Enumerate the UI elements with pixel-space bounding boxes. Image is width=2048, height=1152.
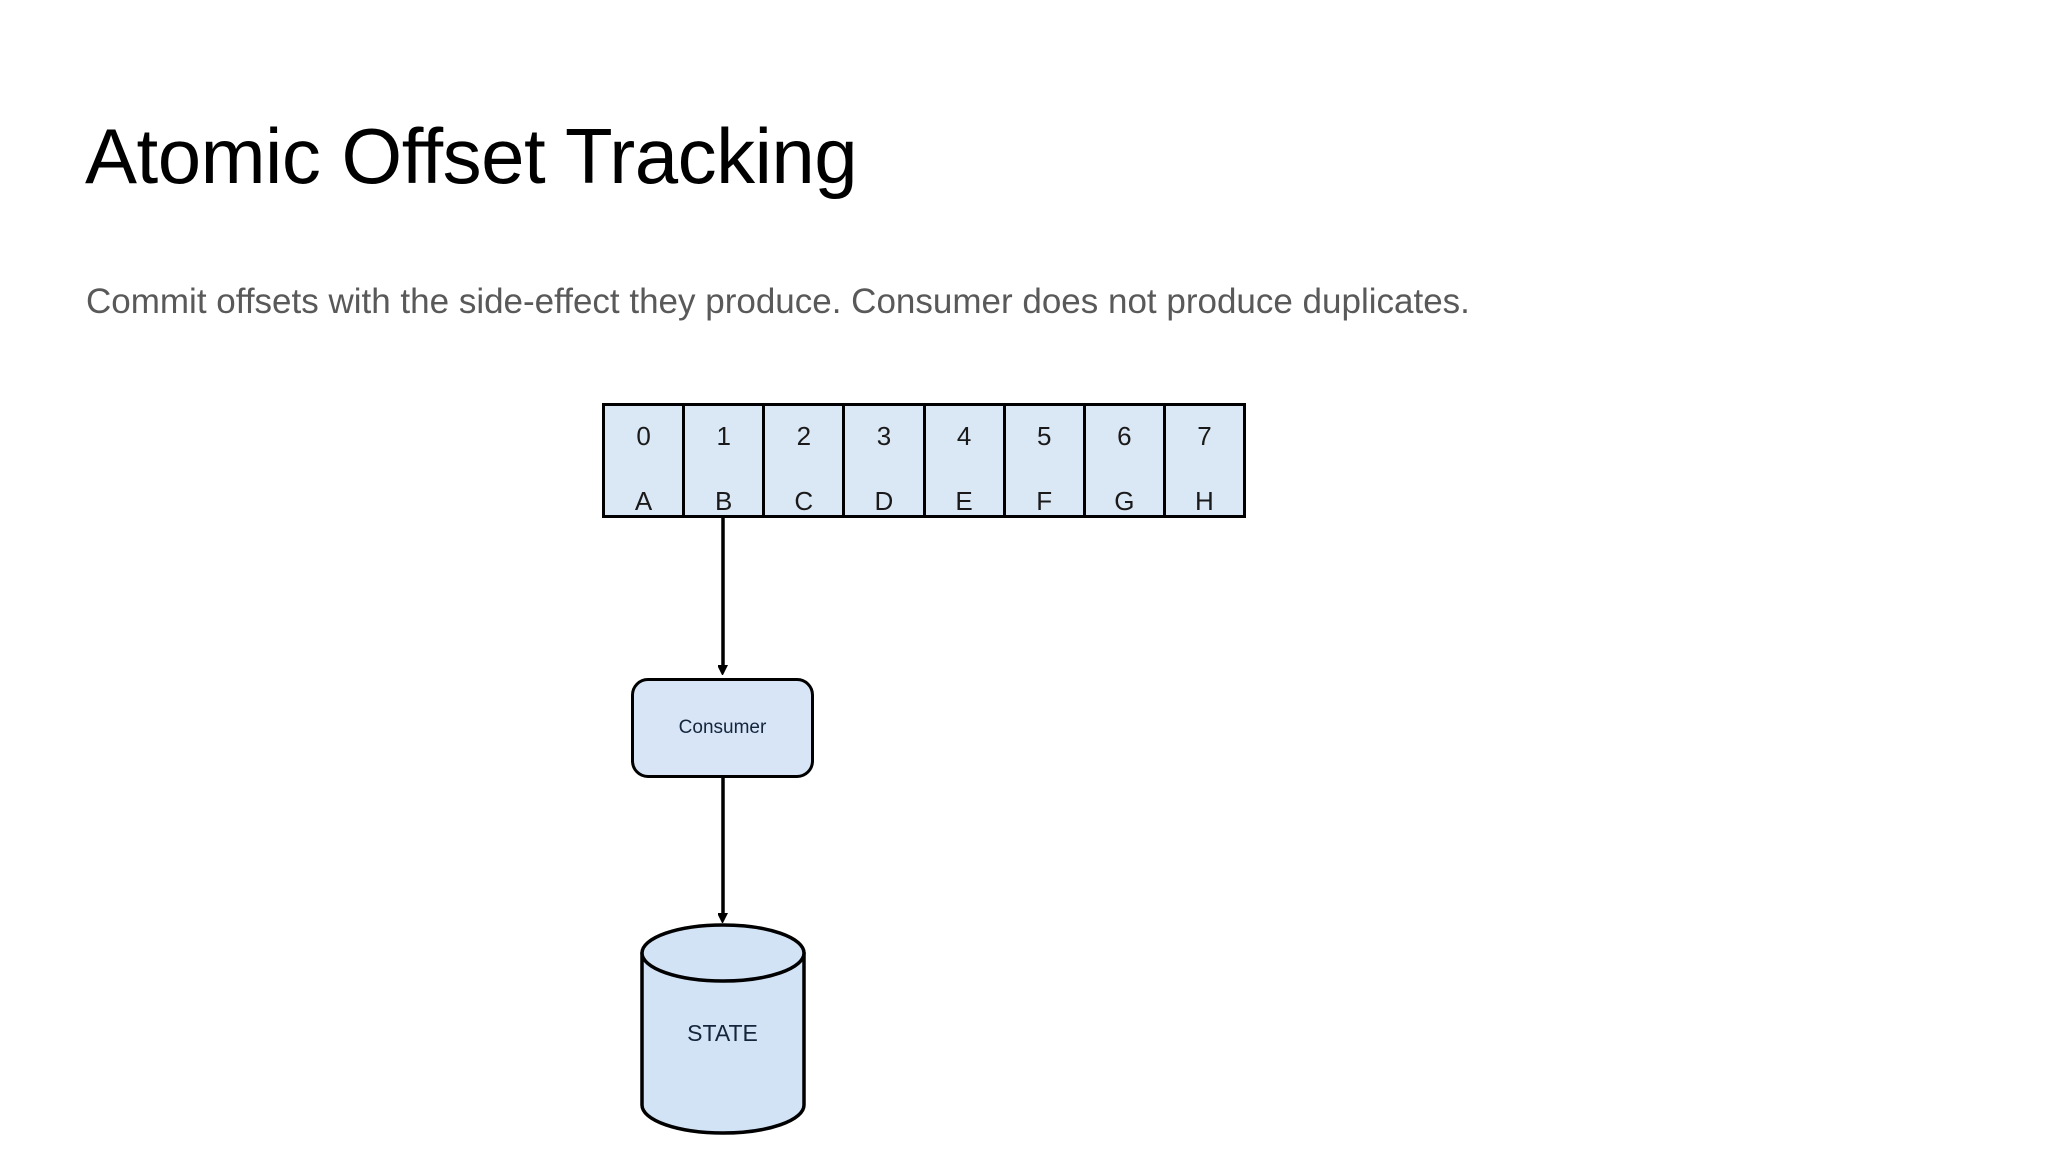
state-store-label: STATE [687,1019,758,1046]
log-cell-payload: H [1195,486,1214,516]
log-cell-offset: 3 [876,421,892,451]
log-cell-payload: C [794,486,814,516]
consumer-node[interactable]: Consumer [631,678,814,778]
log-cell-offset: 4 [956,421,972,451]
log-cell-payload: A [634,486,653,516]
log-cell-offset: 0 [636,421,651,451]
log-cell-4[interactable]: 4 E [925,406,1006,516]
log-cell-payload: F [1036,486,1053,516]
log-cell-offset: 1 [716,421,731,451]
log-cell-offset: 5 [1036,421,1052,451]
log-cell-payload: D [874,486,894,516]
log-cell-offset: 6 [1117,421,1132,451]
log-cell-3[interactable]: 3 D [845,406,926,516]
log-cell-6[interactable]: 6 G [1085,406,1166,516]
partition-log: 0 A 1 B 2 C 3 D 4 E 5 F 6 G 7 H [602,403,1246,518]
page-title: Atomic Offset Tracking [85,112,858,200]
log-cell-payload: E [955,486,973,516]
log-cell-0[interactable]: 0 A [605,406,686,516]
log-cell-offset: 7 [1197,421,1212,451]
slide-subtitle: Commit offsets with the side-effect they… [86,282,1470,321]
log-cell-5[interactable]: 5 F [1005,406,1086,516]
consumer-node-label: Consumer [678,717,767,738]
log-cell-2[interactable]: 2 C [765,406,846,516]
state-cylinder-shape [640,923,806,1135]
log-cell-1[interactable]: 1 B [685,406,766,516]
log-cell-7[interactable]: 7 H [1165,406,1243,516]
log-cell-payload: G [1114,486,1135,516]
log-cell-payload: B [715,486,733,516]
log-cell-offset: 2 [796,421,812,451]
state-store-node[interactable]: STATE [640,923,805,1133]
